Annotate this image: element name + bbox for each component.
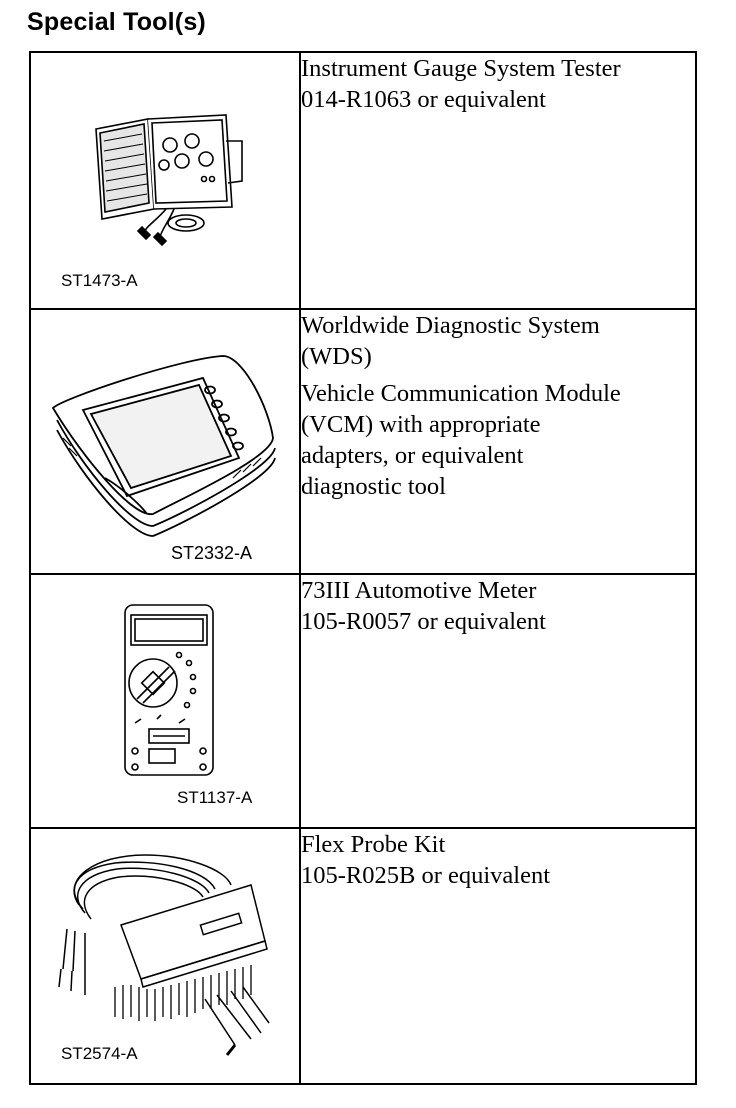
- tool-detail: diagnostic tool: [301, 473, 446, 500]
- page-title: Special Tool(s): [27, 8, 206, 36]
- tool-image-code: ST1473-A: [61, 271, 138, 290]
- diagnostic-system-icon: [51, 355, 276, 537]
- tool-description: Flex Probe Kit 105-R025B or equivalent: [301, 829, 695, 891]
- tool-image-cell: ST2574-A: [29, 827, 301, 1085]
- tool-abbreviation: (WDS): [301, 343, 372, 370]
- tool-detail: adapters, or equivalent: [301, 442, 524, 469]
- tool-description-cell: Worldwide Diagnostic System (WDS) Vehicl…: [299, 308, 697, 575]
- tool-description-cell: Flex Probe Kit 105-R025B or equivalent: [299, 827, 697, 1085]
- tool-detail: (VCM) with appropriate: [301, 411, 541, 438]
- tool-part-number: 105-R0057 or equivalent: [301, 608, 546, 635]
- instrument-gauge-tester-icon: [95, 114, 243, 247]
- tool-image-code: ST2574-A: [61, 1044, 138, 1063]
- tool-image-cell: ST1137-A: [29, 573, 301, 829]
- tool-description-cell: Instrument Gauge System Tester 014-R1063…: [299, 51, 697, 310]
- tool-name: Instrument Gauge System Tester: [301, 55, 621, 82]
- tool-image-code: ST2332-A: [171, 543, 253, 563]
- table-row: ST1137-A 73III Automotive Meter 105-R005…: [29, 573, 697, 829]
- flex-probe-kit-icon: [58, 854, 270, 1056]
- tool-description: Instrument Gauge System Tester 014-R1063…: [301, 53, 695, 115]
- table-row: ST2574-A Flex Probe Kit 105-R025B or equ…: [29, 827, 697, 1085]
- tool-image-cell: ST2332-A: [29, 308, 301, 575]
- table-row: ST1473-A Instrument Gauge System Tester …: [29, 51, 697, 310]
- tool-image-code: ST1137-A: [177, 788, 253, 807]
- tool-part-number: 014-R1063 or equivalent: [301, 86, 546, 113]
- special-tools-table: ST1473-A Instrument Gauge System Tester …: [29, 51, 697, 1085]
- tool-name: Flex Probe Kit: [301, 831, 446, 858]
- tool-description: Worldwide Diagnostic System (WDS): [301, 310, 695, 372]
- table-row: ST2332-A Worldwide Diagnostic System (WD…: [29, 308, 697, 575]
- automotive-meter-icon: [124, 604, 214, 776]
- tool-part-number: 105-R025B or equivalent: [301, 862, 551, 889]
- tool-image-cell: ST1473-A: [29, 51, 301, 310]
- tool-name: Vehicle Communication Module: [301, 380, 621, 407]
- tool-description: Vehicle Communication Module (VCM) with …: [301, 378, 695, 502]
- tool-name: Worldwide Diagnostic System: [301, 312, 600, 339]
- tool-description-cell: 73III Automotive Meter 105-R0057 or equi…: [299, 573, 697, 829]
- tool-name: 73III Automotive Meter: [301, 577, 537, 604]
- tool-description: 73III Automotive Meter 105-R0057 or equi…: [301, 575, 695, 637]
